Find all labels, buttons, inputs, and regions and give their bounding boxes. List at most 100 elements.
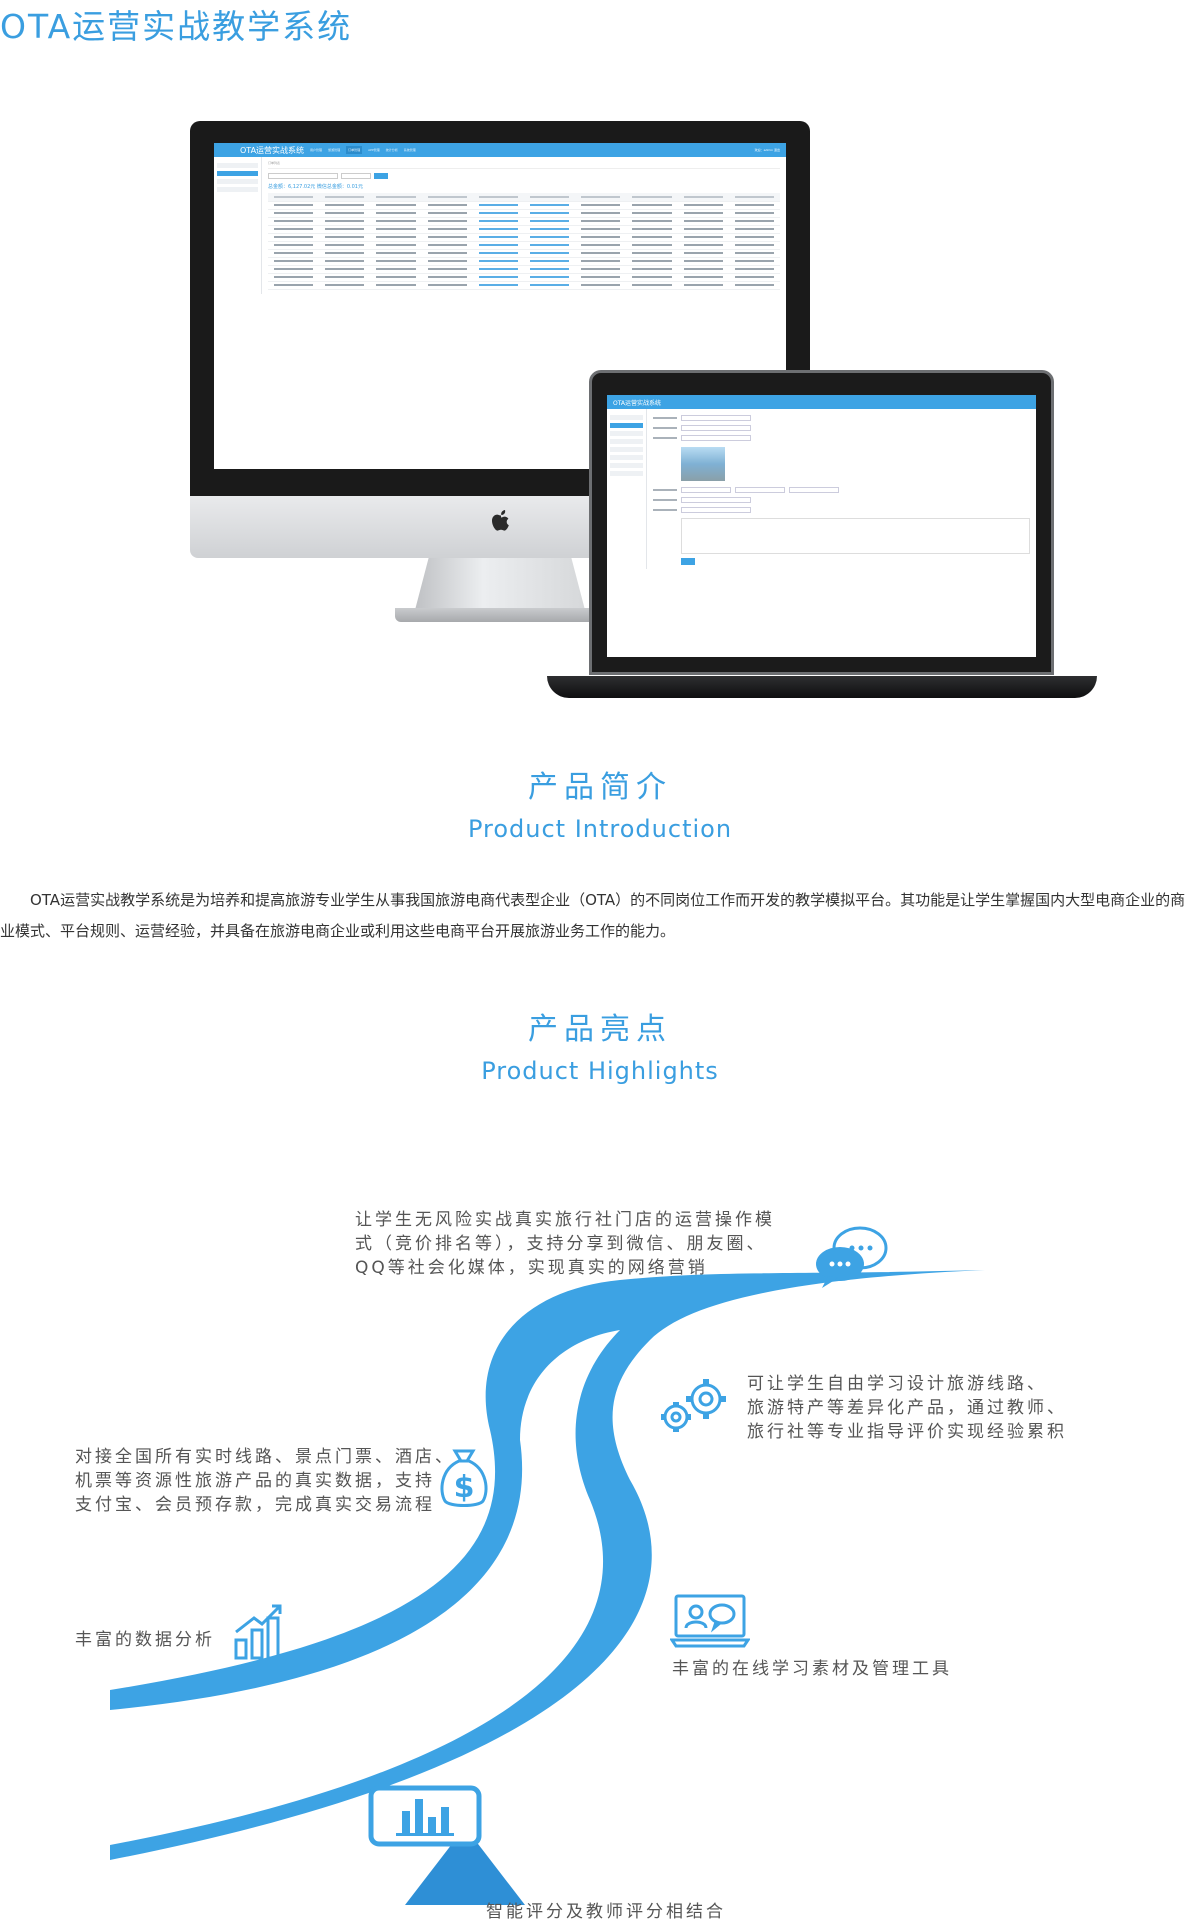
sidebar-item[interactable] bbox=[217, 171, 258, 176]
chat-bubbles-icon bbox=[816, 1226, 888, 1288]
intro-text: OTA运营实战教学系统是为培养和提高旅游专业学生从事我国旅游电商代表型企业（OT… bbox=[0, 891, 1186, 940]
search-input[interactable] bbox=[268, 173, 338, 179]
table-row[interactable] bbox=[268, 209, 780, 218]
highlight-5: 丰富的在线学习素材及管理工具 bbox=[672, 1659, 952, 1679]
nav-item[interactable]: 系统管理 bbox=[403, 148, 416, 152]
table-cell bbox=[728, 273, 780, 282]
table-row[interactable] bbox=[268, 265, 780, 274]
table-cell bbox=[319, 217, 371, 226]
submit-button[interactable] bbox=[681, 558, 695, 565]
table-cell bbox=[370, 233, 422, 242]
sidebar-item[interactable] bbox=[610, 455, 643, 460]
table-cell bbox=[626, 249, 678, 258]
nav-item[interactable]: 统计分析 bbox=[385, 148, 398, 152]
sidebar-item[interactable] bbox=[610, 471, 643, 476]
table-cell bbox=[472, 241, 524, 250]
table-cell bbox=[319, 273, 371, 282]
table-cell bbox=[575, 241, 627, 250]
product-image bbox=[681, 447, 725, 481]
form-select[interactable] bbox=[735, 487, 785, 493]
table-cell bbox=[370, 249, 422, 258]
table-cell bbox=[421, 273, 473, 282]
imac-foot bbox=[395, 608, 605, 622]
filter-bar bbox=[268, 173, 780, 179]
table-cell bbox=[268, 249, 320, 258]
sidebar-item[interactable] bbox=[610, 423, 643, 428]
form-input[interactable] bbox=[681, 435, 751, 441]
table-cell bbox=[575, 201, 627, 210]
highlight-4: 丰富的数据分析 bbox=[75, 1630, 215, 1650]
rich-text-editor[interactable] bbox=[681, 518, 1030, 554]
table-header-cell bbox=[370, 193, 422, 202]
table-cell bbox=[421, 281, 473, 290]
table-cell bbox=[523, 265, 576, 274]
table-row[interactable] bbox=[268, 233, 780, 242]
table-cell bbox=[472, 201, 524, 210]
table-cell bbox=[268, 201, 320, 210]
nav-item[interactable]: 订单管理 bbox=[346, 146, 363, 154]
table-cell bbox=[626, 265, 678, 274]
table-cell bbox=[677, 273, 729, 282]
nav-item[interactable]: 用户管理 bbox=[310, 148, 323, 152]
table-row[interactable] bbox=[268, 217, 780, 226]
table-cell bbox=[319, 281, 371, 290]
table-cell bbox=[472, 225, 524, 234]
intro-title: 产品简介 bbox=[528, 770, 672, 805]
laptop-base bbox=[547, 676, 1097, 698]
sidebar-item[interactable] bbox=[610, 415, 643, 420]
sidebar-item[interactable] bbox=[217, 179, 258, 184]
form-input[interactable] bbox=[681, 507, 751, 513]
table-row[interactable] bbox=[268, 281, 780, 290]
form-select[interactable] bbox=[681, 487, 731, 493]
table-cell bbox=[370, 225, 422, 234]
table-header-cell bbox=[626, 193, 678, 202]
app-header: OTA运营实战系统 用户管理 旅游管理 订单管理 APP管理 统计分析 系统管理… bbox=[214, 143, 786, 157]
table-cell bbox=[421, 217, 473, 226]
table-cell bbox=[319, 241, 371, 250]
gears-icon bbox=[661, 1379, 726, 1432]
table-cell bbox=[319, 249, 371, 258]
table-row[interactable] bbox=[268, 201, 780, 210]
laptop-lid: OTA运营实战系统 bbox=[589, 370, 1054, 675]
table-cell bbox=[421, 265, 473, 274]
table-cell bbox=[728, 281, 780, 290]
search-button[interactable] bbox=[374, 173, 388, 179]
sidebar-item[interactable] bbox=[610, 447, 643, 452]
table-cell bbox=[268, 217, 320, 226]
nav-item[interactable]: 旅游管理 bbox=[328, 148, 341, 152]
form-input[interactable] bbox=[681, 425, 751, 431]
sidebar-item[interactable] bbox=[610, 431, 643, 436]
table-row[interactable] bbox=[268, 225, 780, 234]
page-title: OTA运营实战教学系统 bbox=[0, 7, 353, 46]
form-input[interactable] bbox=[681, 415, 751, 421]
table-cell bbox=[472, 281, 524, 290]
sidebar-item[interactable] bbox=[217, 163, 258, 168]
user-info[interactable]: 欢迎：admin 退出 bbox=[754, 148, 780, 152]
sidebar-item[interactable] bbox=[610, 463, 643, 468]
laptop-screen: OTA运营实战系统 bbox=[607, 395, 1036, 657]
table-cell bbox=[268, 241, 320, 250]
sidebar-item[interactable] bbox=[610, 439, 643, 444]
bar-chart-icon bbox=[234, 1604, 282, 1660]
nav-item[interactable]: APP管理 bbox=[368, 148, 380, 152]
table-cell bbox=[268, 257, 320, 266]
table-row[interactable] bbox=[268, 273, 780, 282]
table-cell bbox=[523, 257, 576, 266]
form-input[interactable] bbox=[681, 497, 751, 503]
table-header-cell bbox=[677, 193, 729, 202]
table-cell bbox=[728, 265, 780, 274]
table-cell bbox=[626, 233, 678, 242]
table-cell bbox=[523, 281, 576, 290]
table-cell bbox=[728, 249, 780, 258]
status-select[interactable] bbox=[341, 173, 371, 179]
table-cell bbox=[575, 217, 627, 226]
table-cell bbox=[626, 241, 678, 250]
apple-logo-icon bbox=[492, 510, 509, 531]
table-row[interactable] bbox=[268, 257, 780, 266]
table-row[interactable] bbox=[268, 249, 780, 258]
table-row[interactable] bbox=[268, 241, 780, 250]
total-amount: 总金额：6,127.02元 微信总金额：0.01元 bbox=[268, 184, 363, 190]
table-cell bbox=[677, 225, 729, 234]
sidebar-item[interactable] bbox=[217, 187, 258, 192]
form-select[interactable] bbox=[789, 487, 839, 493]
